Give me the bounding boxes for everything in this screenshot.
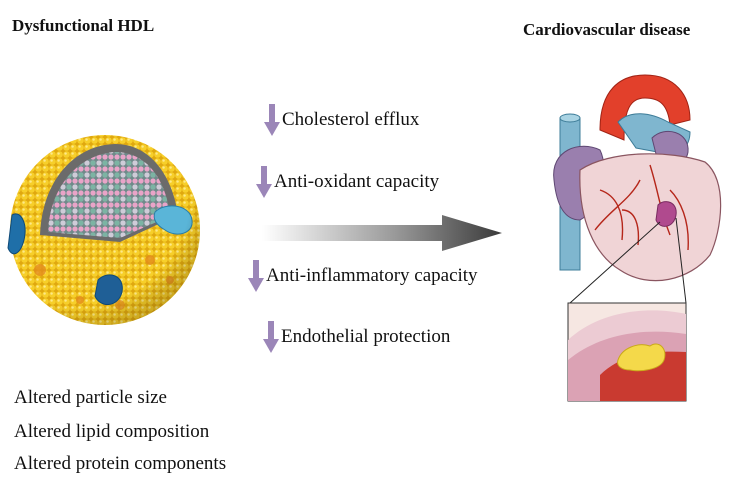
effect-antiinflammatory-capacity: Anti-inflammatory capacity [248,260,478,292]
hdl-particle-illustration [7,135,200,325]
cvd-title: Cardiovascular disease [523,20,691,39]
down-arrow-icon [248,260,264,292]
causation-arrow [262,215,502,251]
plaque [617,343,666,372]
alteration-particle-size: Altered particle size [14,387,167,408]
alteration-lipid-composition: Altered lipid composition [14,421,210,442]
effect-label: Anti-oxidant capacity [274,171,440,192]
effect-label: Endothelial protection [281,326,451,347]
ventricles [579,153,722,282]
effect-cholesterol-efflux: Cholesterol efflux [264,104,419,136]
effect-label: Anti-inflammatory capacity [266,265,478,286]
effect-endothelial-protection: Endothelial protection [263,321,450,353]
down-arrow-icon [264,104,280,136]
lesion-marker [655,201,677,227]
alteration-protein-components: Altered protein components [14,453,227,474]
effect-antioxidant-capacity: Anti-oxidant capacity [256,166,439,198]
hdl-title: Dysfunctional HDL [12,16,155,35]
heart-illustration [553,74,722,402]
down-arrow-icon [263,321,279,353]
effect-label: Cholesterol efflux [282,109,420,130]
down-arrow-icon [256,166,272,198]
artery-plaque-inset [567,302,687,402]
